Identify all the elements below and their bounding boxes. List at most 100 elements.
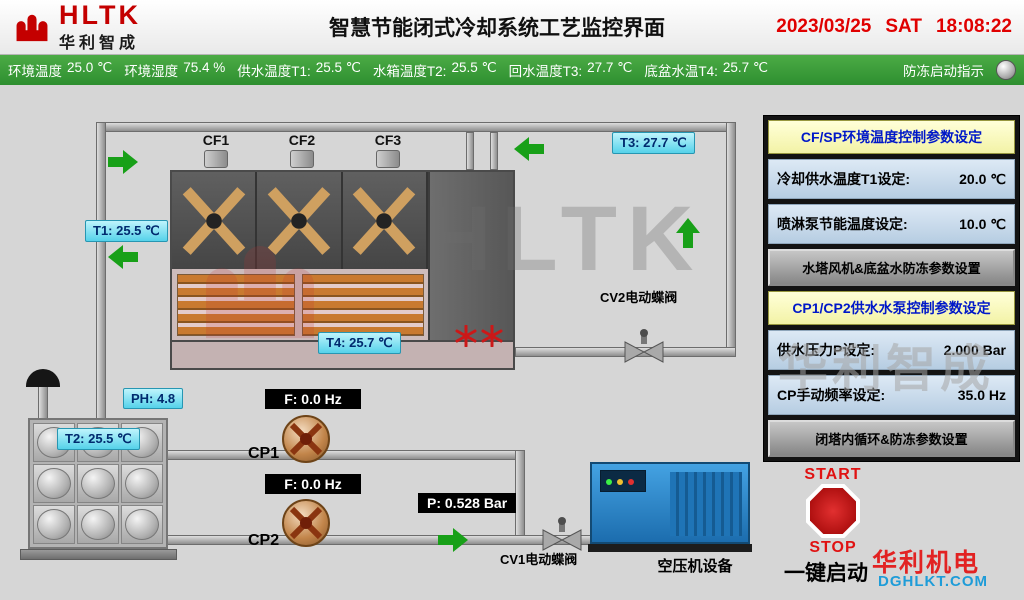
- fan-motor-icon: [290, 150, 314, 168]
- pipe-cp1-line: [165, 450, 525, 460]
- setting-value[interactable]: 10.0 ℃: [959, 215, 1006, 232]
- pipe-tower-stub-1: [466, 132, 474, 170]
- spray-nozzle-icon: [481, 324, 503, 352]
- compressor-label: 空压机设备: [657, 558, 733, 575]
- compressor-run-lamp: [606, 479, 612, 485]
- setting-label: CP手动频率设定:: [777, 387, 886, 403]
- setting-row-t1-setpoint[interactable]: 冷却供水温度T1设定: 20.0 ℃: [768, 159, 1015, 199]
- fan-motor-icon: [376, 150, 400, 168]
- stop-label: STOP: [809, 539, 857, 556]
- setting-value[interactable]: 2.000 Bar: [943, 342, 1006, 358]
- start-label: START: [804, 466, 862, 483]
- compressor-fault-lamp: [628, 479, 634, 485]
- weekday-text: SAT: [885, 16, 922, 37]
- water-tank: [28, 418, 168, 549]
- compressor-vents: [670, 472, 742, 536]
- setting-value[interactable]: 35.0 Hz: [957, 387, 1006, 403]
- cp1-frequency-display: F: 0.0 Hz: [265, 389, 361, 409]
- date-text: 2023/03/25: [776, 16, 872, 37]
- setting-row-manual-frequency[interactable]: CP手动频率设定: 35.0 Hz: [768, 375, 1015, 415]
- datetime: 2023/03/25 SAT 18:08:22: [732, 16, 1012, 38]
- flow-arrow-right: [108, 150, 138, 174]
- setting-value[interactable]: 20.0 ℃: [959, 170, 1006, 187]
- status-antifreeze-label: 防冻启动指示: [903, 64, 984, 79]
- time-text: 18:08:22: [935, 16, 1012, 37]
- setting-label: 供水压力P设定:: [777, 342, 875, 358]
- fan-cf1: [172, 172, 258, 269]
- logo-subtext: 华利智成: [59, 35, 140, 53]
- one-key-start-button[interactable]: 一键启动: [784, 562, 868, 585]
- status-return-temp-t3: 回水温度T3:27.7 ℃: [508, 60, 633, 79]
- fan-label-cf2: CF2: [288, 132, 316, 148]
- header: HLTK 华利智成 智慧节能闭式冷却系统工艺监控界面 2023/03/25 SA…: [0, 0, 1024, 55]
- fan-cf3: [342, 172, 428, 269]
- pump-label-cp1: CP1: [248, 445, 280, 462]
- tower-side-casing: [428, 172, 513, 368]
- pipe-cp2-line: [165, 535, 600, 545]
- valve-cv2: [624, 329, 664, 363]
- tank-cell: [121, 464, 163, 503]
- logo: HLTK 华利智成: [12, 0, 262, 53]
- fill-material-right: [302, 274, 424, 336]
- antifreeze-indicator-lamp: [996, 60, 1016, 80]
- compressor-control-panel: [600, 470, 646, 492]
- flow-arrow-right: [438, 528, 468, 552]
- flow-arrow-up: [676, 218, 700, 248]
- tank-cell: [121, 505, 163, 544]
- stop-sign-icon: [810, 488, 856, 534]
- badge-t4: T4: 25.7 ℃: [318, 332, 401, 354]
- pipe-dome-stub: [38, 385, 48, 421]
- setting-row-spray-eco-temp[interactable]: 喷淋泵节能温度设定: 10.0 ℃: [768, 204, 1015, 244]
- flow-arrow-left: [514, 137, 544, 161]
- panel-title-cfsp: CF/SP环境温度控制参数设定: [768, 120, 1015, 154]
- fan-label-cf3: CF3: [374, 132, 402, 148]
- pump-impeller-icon: [289, 506, 323, 540]
- pressure-display: P: 0.528 Bar: [418, 493, 517, 513]
- badge-t3: T3: 27.7 ℃: [612, 132, 695, 154]
- pump-label-cp2: CP2: [248, 532, 280, 549]
- compressor-base: [588, 544, 752, 552]
- fan-label-cf1: CF1: [202, 132, 230, 148]
- process-diagram: CF1 CF2 CF3 T3: 27.7 ℃ T1: 25.5 ℃ T4: 25…: [0, 85, 1024, 600]
- fan-blades-icon: [182, 186, 245, 255]
- spray-nozzle-icon: [455, 324, 477, 352]
- emergency-stop-button[interactable]: [806, 484, 860, 538]
- page-title: 智慧节能闭式冷却系统工艺监控界面: [329, 17, 665, 40]
- status-tank-temp-t2: 水箱温度T2:25.5 ℃: [372, 60, 497, 79]
- brand-text: 华利机电: [872, 549, 981, 577]
- tank-base: [20, 549, 177, 560]
- compressor-warn-lamp: [617, 479, 623, 485]
- pipe-left-vertical: [96, 122, 106, 420]
- closed-loop-antifreeze-params-button[interactable]: 闭塔内循环&防冻参数设置: [768, 420, 1015, 457]
- fan-section: [172, 172, 428, 269]
- setting-row-pressure-setpoint[interactable]: 供水压力P设定: 2.000 Bar: [768, 330, 1015, 370]
- setting-label: 喷淋泵节能温度设定:: [777, 216, 908, 232]
- valve-label-cv2: CV2电动蝶阀: [600, 290, 678, 305]
- settings-panel: CF/SP环境温度控制参数设定 冷却供水温度T1设定: 20.0 ℃ 喷淋泵节能…: [763, 115, 1020, 462]
- panel-title-cp: CP1/CP2供水水泵控制参数设定: [768, 291, 1015, 325]
- tank-cell: [77, 464, 119, 503]
- air-vent-valve: [26, 369, 60, 387]
- status-basin-temp-t4: 底盆水温T4:25.7 ℃: [644, 60, 769, 79]
- badge-t2: T2: 25.5 ℃: [57, 428, 140, 450]
- tank-cell: [77, 505, 119, 544]
- tank-cell: [33, 464, 75, 503]
- badge-t1: T1: 25.5 ℃: [85, 220, 168, 242]
- pump-cp1: [282, 415, 330, 463]
- fan-motor-icon: [204, 150, 228, 168]
- fan-cf2: [257, 172, 343, 269]
- pump-cp2: [282, 499, 330, 547]
- fan-antifreeze-params-button[interactable]: 水塔风机&底盆水防冻参数设置: [768, 249, 1015, 286]
- cooling-tower: [170, 170, 515, 370]
- flow-arrow-left: [108, 245, 138, 269]
- logo-text: HLTK: [59, 0, 141, 30]
- air-compressor: [590, 462, 750, 544]
- pipe-tower-stub-2: [490, 132, 498, 170]
- hltk-logo-icon: [16, 14, 48, 41]
- valve-label-cv1: CV1电动蝶阀: [500, 552, 578, 567]
- tank-cell: [33, 505, 75, 544]
